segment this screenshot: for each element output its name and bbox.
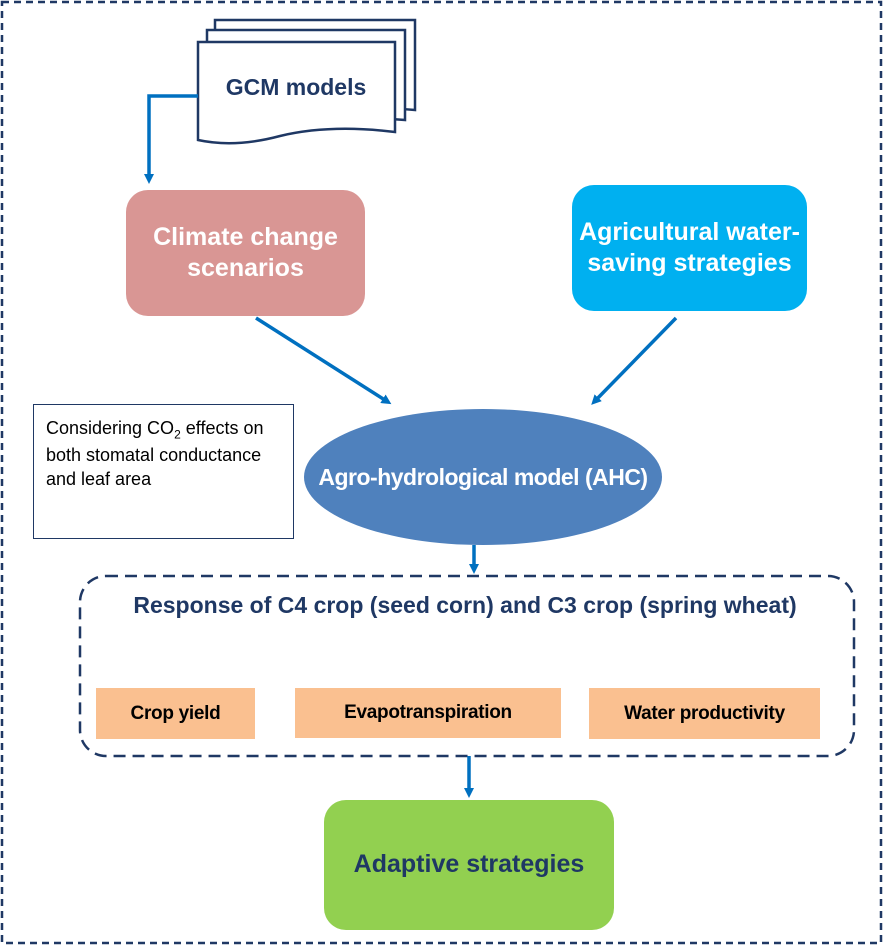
- adaptive-strategies-box: Adaptive strategies: [324, 800, 614, 930]
- adaptive-strategies-label: Adaptive strategies: [353, 850, 585, 879]
- arrow-climate-to-ahc: [255, 316, 392, 405]
- response-title: Response of C4 crop (seed corn) and C3 c…: [133, 592, 797, 618]
- metric-crop-yield: Crop yield: [96, 688, 255, 739]
- water-saving-strategies-box: Agricultural water-saving strategies: [572, 185, 807, 311]
- connector-arrows: [144, 94, 678, 798]
- metric-evapotranspiration: Evapotranspiration: [295, 688, 561, 738]
- co2-note-box: Considering CO2 effects on both stomatal…: [33, 404, 294, 539]
- co2-note-suffix: effects on both stomatal conductance and…: [46, 418, 264, 489]
- co2-note-subscript: 2: [174, 427, 181, 442]
- ahc-model-label: Agro-hydrological model (AHC): [318, 464, 648, 491]
- co2-note-prefix: Considering CO: [46, 418, 175, 438]
- gcm-document-icon: [196, 18, 417, 145]
- metric-water-productivity: Water productivity: [589, 688, 820, 739]
- water-saving-strategies-label: Agricultural water-saving strategies: [579, 217, 800, 277]
- arrow-water-to-ahc: [591, 316, 678, 405]
- ahc-ellipse: [304, 409, 662, 545]
- climate-change-scenarios-label: Climate change scenarios: [153, 222, 338, 282]
- response-container: [78, 574, 856, 758]
- climate-change-scenarios-box: Climate change scenarios: [126, 190, 365, 316]
- gcm-models-label: GCM models: [225, 73, 367, 100]
- arrow-gcm-to-climate: [144, 94, 198, 184]
